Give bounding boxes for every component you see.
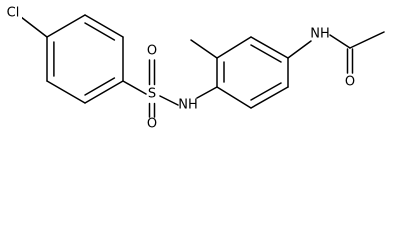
amide-n-c-bond bbox=[329, 34, 351, 49]
ring-a-bond bbox=[84, 14, 124, 38]
sulfonamide-nh-label: NH bbox=[178, 98, 198, 113]
aryl-sulfur-bond bbox=[122, 80, 147, 95]
sulfur-nitrogen-bond bbox=[159, 95, 179, 106]
ring-a-bond bbox=[84, 80, 124, 104]
oxygen-atom-label: O bbox=[147, 117, 157, 131]
ring-a-double-bond bbox=[84, 77, 116, 96]
carbonyl-methyl-bond bbox=[349, 31, 385, 49]
oxygen-atom-label: O bbox=[345, 75, 355, 90]
ring-b-bond bbox=[216, 36, 252, 59]
chlorine-atom-label: Cl bbox=[7, 6, 20, 21]
aryl-amide-nitrogen-bond bbox=[287, 40, 312, 59]
ring-b-double-bond bbox=[250, 44, 282, 63]
label-background bbox=[4, 5, 22, 21]
acetamide-group bbox=[329, 31, 385, 74]
chlorine-bond bbox=[20, 16, 48, 38]
chlorophenyl-ring bbox=[46, 14, 124, 104]
nitrogen-aryl-bond bbox=[196, 86, 218, 99]
ring-b-double-bond bbox=[250, 82, 282, 101]
ring-a-double-bond bbox=[84, 22, 116, 41]
ring-b-bond bbox=[250, 86, 289, 109]
oxygen-atom-label: O bbox=[147, 44, 157, 59]
ring-b-bond bbox=[216, 86, 252, 109]
sulfur-atom-label: S bbox=[148, 87, 156, 102]
ring-a-bond bbox=[46, 14, 86, 38]
ring-b-bond bbox=[250, 36, 289, 59]
tolyl-ring bbox=[216, 36, 289, 109]
sulfonyl-group bbox=[148, 59, 179, 118]
methyl-bond bbox=[190, 39, 218, 59]
amide-nh-label: NH bbox=[310, 27, 330, 42]
ring-a-bond bbox=[46, 80, 86, 104]
chemical-structure-diagram: Cl S O O NH NH O bbox=[4, 5, 385, 131]
